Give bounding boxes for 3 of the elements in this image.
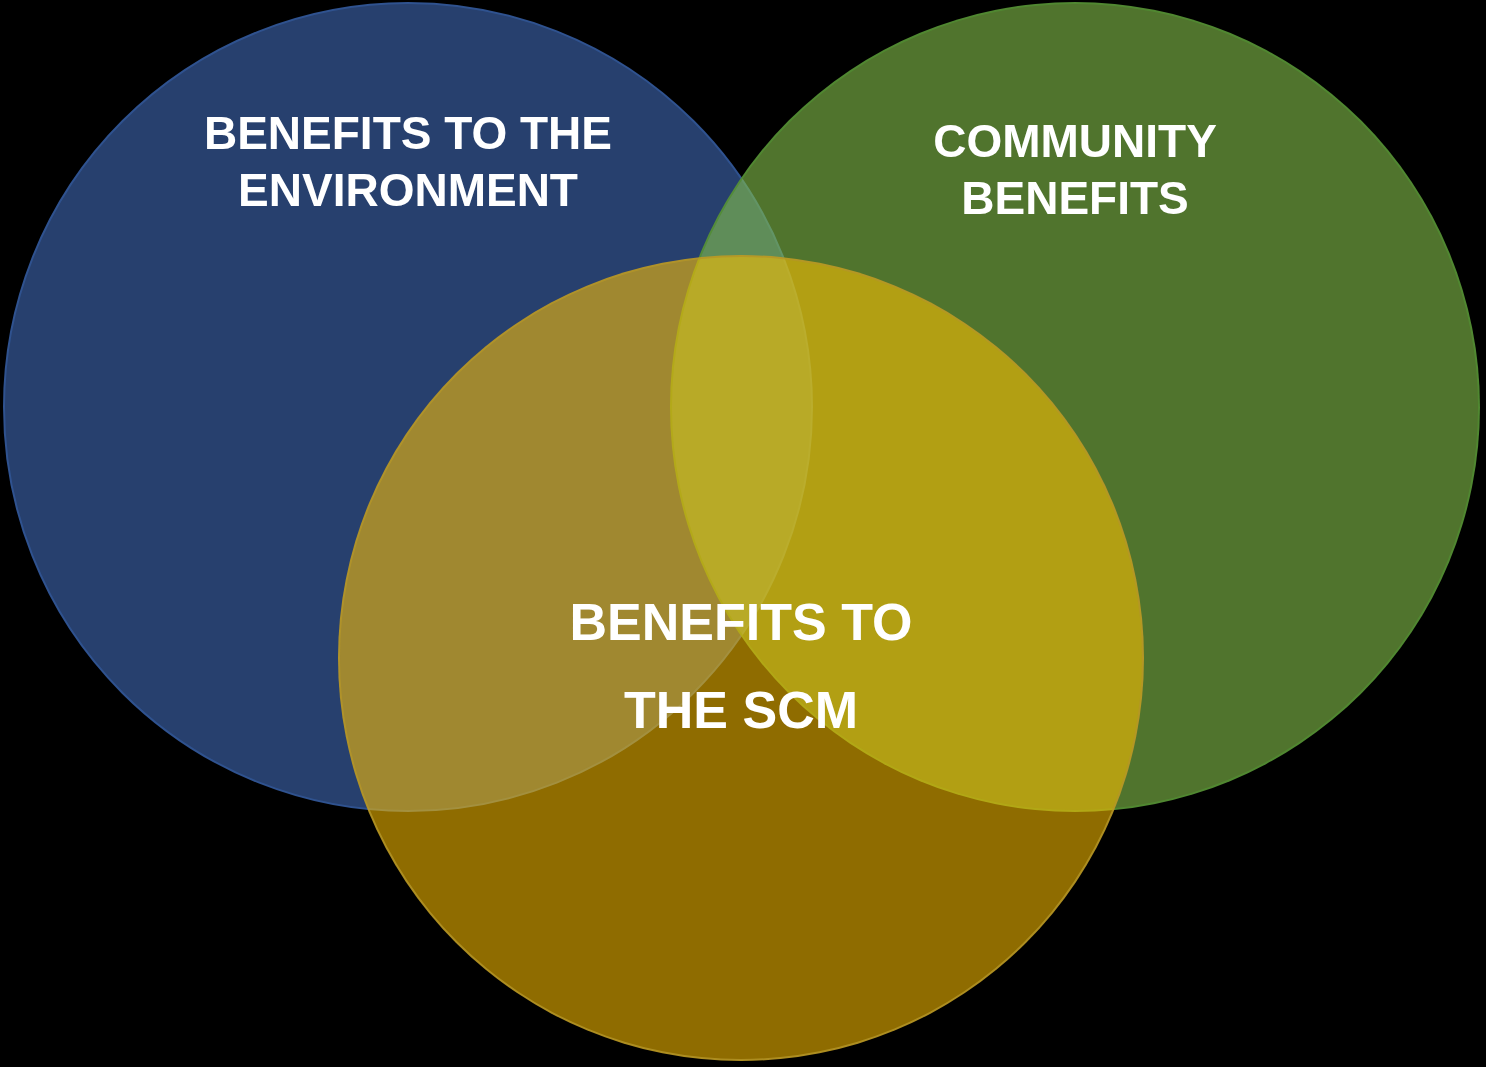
circle-label: BENEFITS TO THE SCM bbox=[568, 591, 914, 741]
circle-label: BENEFITS TO THE ENVIRONMENT bbox=[202, 105, 614, 218]
circle-label: COMMUNITY BENEFITS bbox=[932, 113, 1218, 226]
